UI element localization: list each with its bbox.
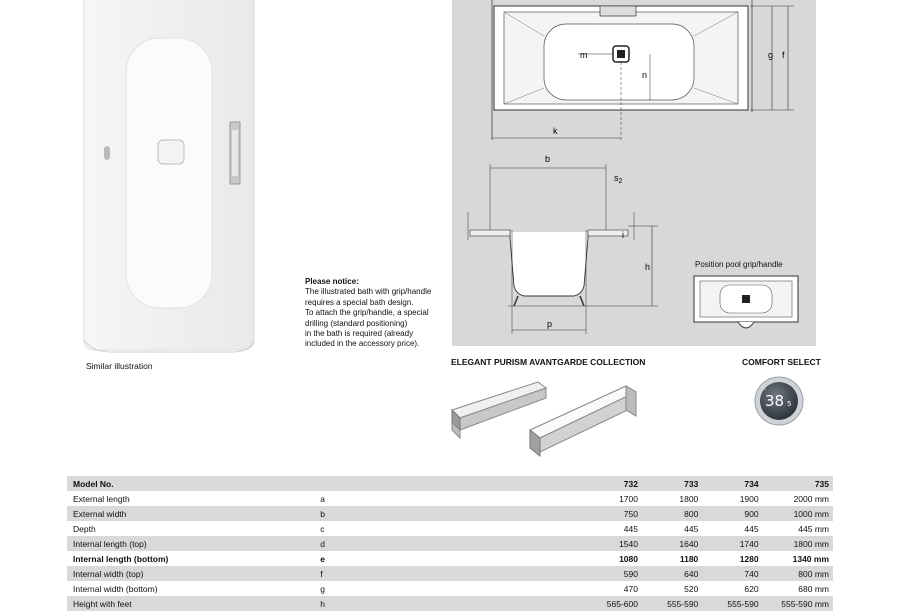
- row-value: 1900: [739, 493, 759, 504]
- row-value: 800 mm: [762, 566, 833, 581]
- row-value: 1000 mm: [762, 506, 833, 521]
- row-value: 680 mm: [798, 583, 829, 594]
- dim-label-b: b: [545, 154, 550, 164]
- row-code: c: [320, 523, 325, 534]
- notice-line: drilling (standard positioning): [305, 318, 408, 328]
- row-value: 555-590: [641, 596, 703, 611]
- row-value: 445: [623, 523, 638, 534]
- bathtub-photo: [62, 0, 272, 355]
- row-code: a: [320, 493, 326, 504]
- table-row: Height with feet h 565-600 555-590 555-5…: [67, 596, 833, 611]
- header-cell: 733: [641, 476, 703, 491]
- row-value: 900: [702, 506, 763, 521]
- table-row: External length a 1700 1800 1900 2000 mm: [67, 491, 833, 506]
- dial-unit: °C: [761, 386, 766, 392]
- dim-label-p: p: [547, 319, 552, 329]
- table-row: Depth c 445 445 445 445 mm: [67, 521, 833, 536]
- row-code: h: [314, 596, 582, 611]
- row-value: 640: [641, 566, 703, 581]
- notice-line: included in the accessory price).: [305, 339, 420, 349]
- row-value: 1280: [739, 553, 759, 564]
- row-value: 555-590: [702, 596, 763, 611]
- row-value: 620: [744, 583, 759, 594]
- row-value: 1080: [619, 553, 638, 564]
- header-cell: 732: [581, 476, 642, 491]
- elegant-collection-title: ELEGANT PURISM AVANTGARDE COLLECTION: [451, 357, 646, 367]
- header-cell: [314, 476, 582, 491]
- table-row: Internal width (top) f 590 640 740 800 m…: [67, 566, 833, 581]
- notice-line: in the bath is required (already: [305, 329, 414, 339]
- row-code: d: [314, 536, 582, 551]
- row-value: 565-600: [581, 596, 642, 611]
- table-row: Internal length (top) d 1540 1640 1740 1…: [67, 536, 833, 551]
- photo-caption: Similar illustration: [86, 361, 153, 371]
- notice-line: requires a special bath design.: [305, 297, 414, 307]
- table-row: Internal length (bottom) e 1080 1180 128…: [67, 551, 833, 566]
- table-row: External width b 750 800 900 1000 mm: [67, 506, 833, 521]
- row-value: 1640: [641, 536, 703, 551]
- dim-label-g: g: [768, 50, 773, 60]
- pool-grip-label: Position pool grip/handle: [695, 260, 783, 269]
- row-code: e: [320, 553, 326, 564]
- table-header-row: Model No. 732 733 734 735: [67, 476, 833, 491]
- dim-label-m: m: [580, 50, 588, 60]
- technical-drawing: k m n g f b s2 p h i: [452, 0, 816, 346]
- dim-label-k: k: [553, 126, 558, 136]
- dim-label-n: n: [642, 70, 647, 80]
- row-value: 445: [684, 523, 699, 534]
- row-value: 470: [623, 583, 638, 594]
- row-value: 445: [744, 523, 759, 534]
- row-value: 555-590 mm: [762, 596, 833, 611]
- dial-decimal: 5: [787, 400, 791, 408]
- row-code: b: [314, 506, 582, 521]
- dim-label-f: f: [782, 50, 785, 60]
- dim-label-h: h: [645, 262, 650, 272]
- row-value: 740: [702, 566, 763, 581]
- row-value: 445 mm: [798, 523, 829, 534]
- row-value: 1700: [619, 493, 638, 504]
- row-value: 2000 mm: [793, 493, 829, 504]
- row-label: Height with feet: [67, 596, 315, 611]
- row-value: 590: [581, 566, 642, 581]
- row-label: External length: [73, 493, 130, 504]
- notice-line: To attach the grip/handle, a special: [305, 308, 429, 318]
- row-value: 750: [581, 506, 642, 521]
- notice-block: Please notice: The illustrated bath with…: [305, 277, 445, 350]
- row-label: Internal length (top): [67, 536, 315, 551]
- row-value: 520: [684, 583, 699, 594]
- specs-table: Model No. 732 733 734 735 External lengt…: [67, 476, 833, 611]
- row-value: 1340 mm: [792, 553, 829, 564]
- row-value: 1540: [581, 536, 642, 551]
- table-row: Internal width (bottom) g 470 520 620 68…: [67, 581, 833, 596]
- row-label: Internal width (top): [67, 566, 315, 581]
- thermostat-dial-icon: °C 38 5: [754, 376, 804, 426]
- row-value: 1800 mm: [762, 536, 833, 551]
- row-value: 1800: [679, 493, 699, 504]
- notice-line: The illustrated bath with grip/handle: [305, 287, 432, 297]
- row-label: External width: [67, 506, 315, 521]
- row-code: g: [320, 583, 326, 594]
- header-cell: 734: [702, 476, 763, 491]
- notice-title: Please notice:: [305, 277, 359, 286]
- row-label: Internal length (bottom): [73, 553, 169, 564]
- row-label: Depth: [73, 523, 96, 534]
- row-label: Internal width (bottom): [73, 583, 158, 594]
- row-code: f: [314, 566, 582, 581]
- dim-label-i: i: [622, 230, 624, 240]
- row-value: 800: [641, 506, 703, 521]
- row-value: 1740: [702, 536, 763, 551]
- header-cell: Model No.: [67, 476, 315, 491]
- row-value: 1180: [679, 553, 699, 564]
- dim-label-s: s2: [614, 173, 623, 185]
- grip-handles-image: [446, 372, 646, 462]
- comfort-select-title: COMFORT SELECT: [742, 357, 821, 367]
- header-cell: 735: [762, 476, 833, 491]
- dial-value: 38: [765, 392, 784, 410]
